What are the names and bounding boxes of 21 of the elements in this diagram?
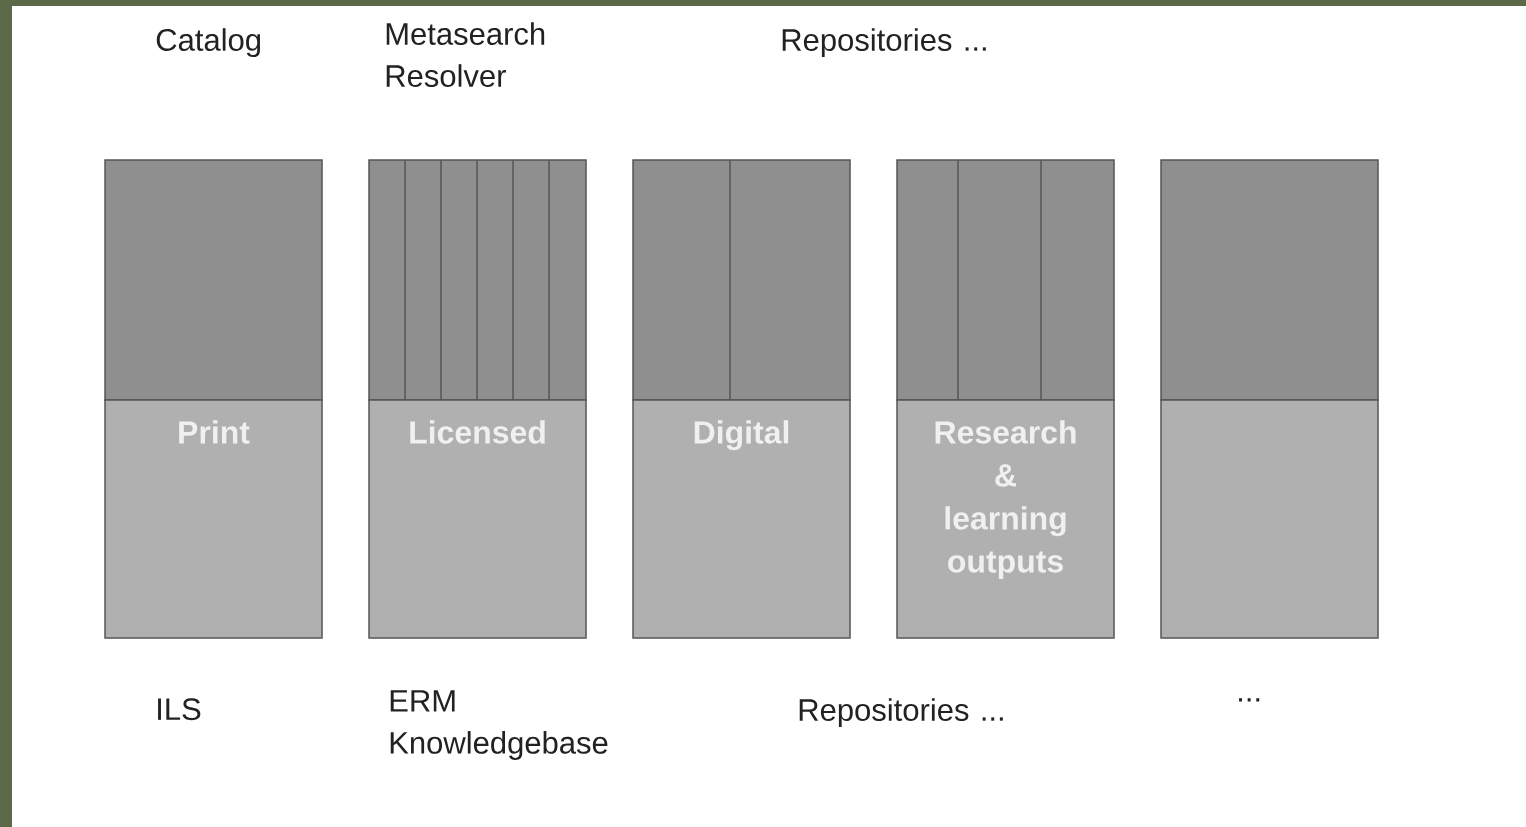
upper-box <box>1160 159 1379 401</box>
upper-box <box>368 159 587 401</box>
label-text: ILS <box>158 698 201 721</box>
label-text: Metasearch Resolver <box>386 22 545 87</box>
label-text: Repositories ... <box>799 698 1003 728</box>
node-label: Licensed <box>410 420 545 444</box>
upper-box <box>104 159 323 401</box>
node-label: Research & learning outputs <box>935 420 1076 580</box>
upper-box <box>632 159 851 401</box>
label-text: Catalog <box>156 28 261 58</box>
upper-box <box>896 159 1115 401</box>
lower-box <box>1160 399 1379 639</box>
text-box <box>368 399 587 639</box>
label-text: Repositories ... <box>782 28 986 58</box>
label-text: ERM Knowledgebase <box>390 690 608 760</box>
text-box <box>104 399 323 639</box>
node-label: Digital <box>694 420 789 451</box>
text-box <box>632 399 851 639</box>
label-text: ... <box>1239 698 1260 702</box>
text-box <box>896 399 1115 639</box>
node-label: Print <box>179 420 250 444</box>
